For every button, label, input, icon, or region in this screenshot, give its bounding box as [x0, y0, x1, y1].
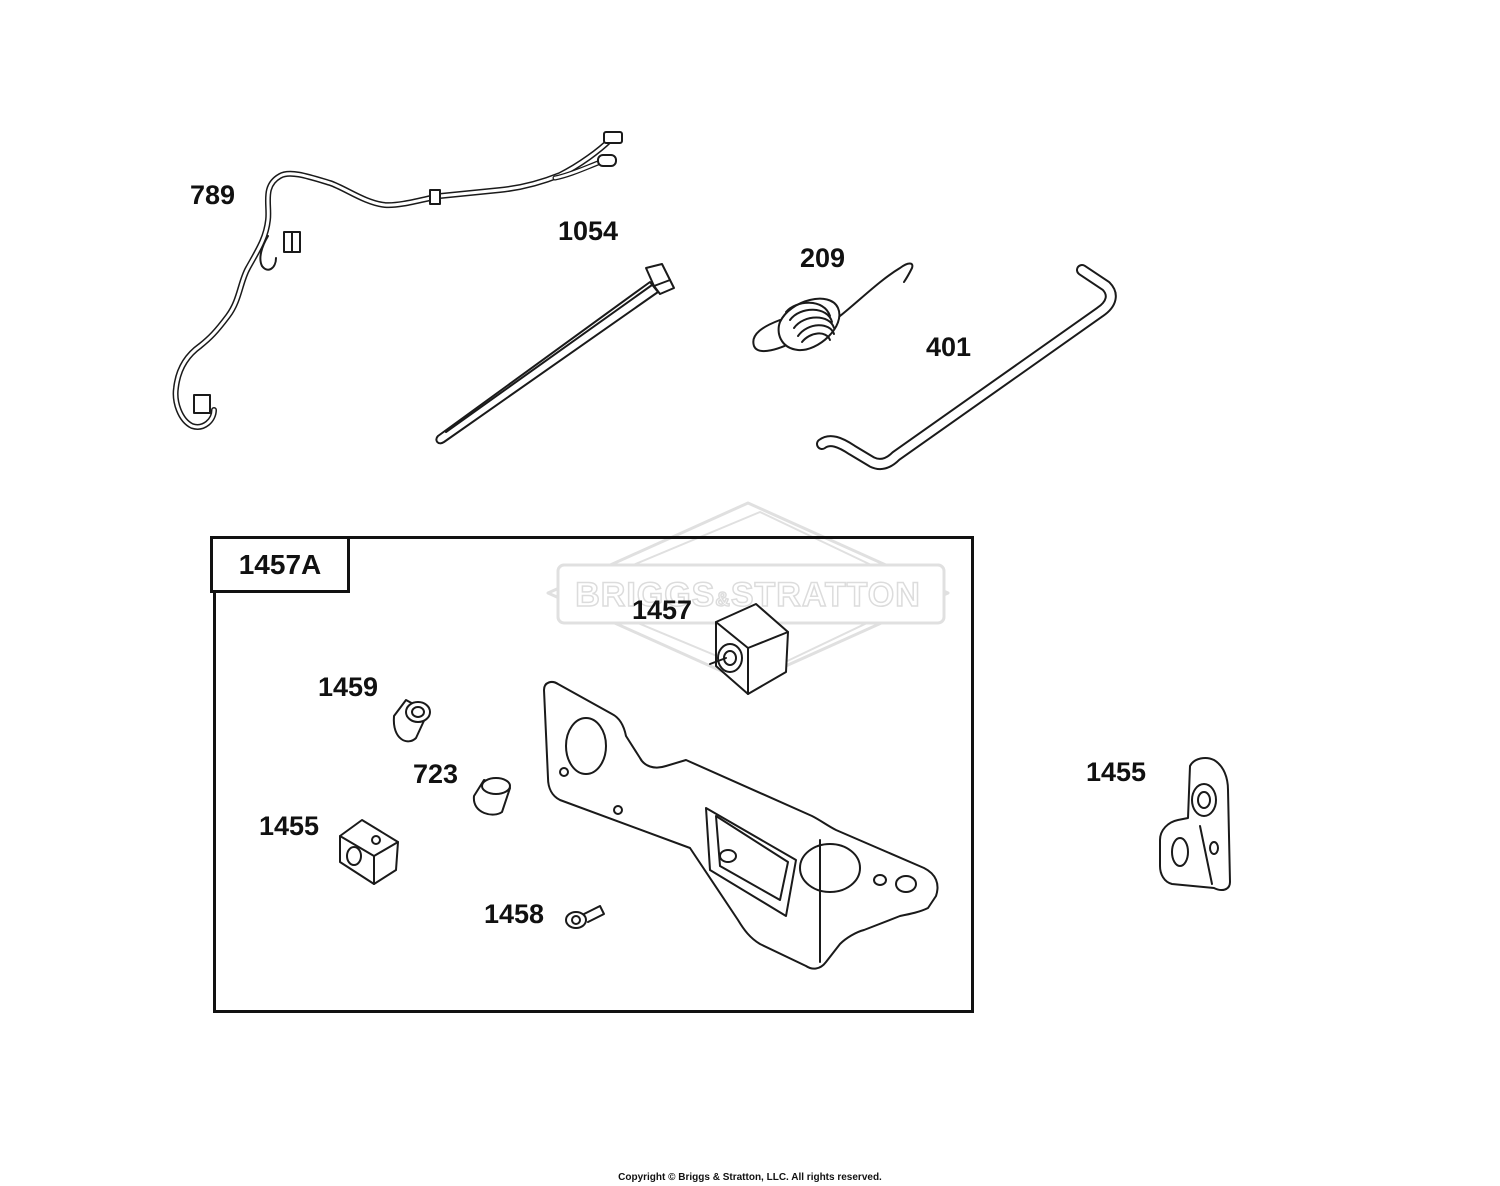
cable-tie-1054: [435, 263, 675, 445]
kit-label-tab: 1457A: [210, 536, 350, 593]
callout-1457[interactable]: 1457: [632, 595, 693, 625]
callout-789[interactable]: 789: [190, 180, 236, 210]
callout-1054[interactable]: 1054: [558, 216, 619, 246]
screw-1458: [565, 905, 605, 929]
actuator-1457: [709, 603, 789, 695]
bushing-1459: [392, 699, 431, 743]
pivot-bracket-1455: [1159, 757, 1231, 891]
callout-1455-inner[interactable]: 1455: [259, 811, 320, 841]
watermark-logo: [546, 501, 950, 685]
bracket-plate: [543, 681, 939, 970]
rod-401: [816, 264, 1117, 470]
callout-209[interactable]: 209: [800, 243, 846, 273]
kit-boundary-box: [213, 536, 974, 1013]
callout-401[interactable]: 401: [926, 332, 972, 362]
callout-1458[interactable]: 1458: [484, 899, 545, 929]
callout-723[interactable]: 723: [413, 759, 459, 789]
copyright-notice: Copyright © Briggs & Stratton, LLC. All …: [618, 1172, 882, 1183]
callout-1455-outer[interactable]: 1455: [1086, 757, 1147, 787]
kit-label: 1457A: [238, 548, 322, 580]
block-1455-inner: [339, 819, 399, 885]
spring-209: [752, 262, 914, 353]
watermark-text: BRIGGS&STRATTON: [575, 576, 921, 614]
wire-harness-789: [172, 131, 623, 430]
callout-1459[interactable]: 1459: [318, 672, 379, 702]
spacer-723: [472, 777, 511, 816]
